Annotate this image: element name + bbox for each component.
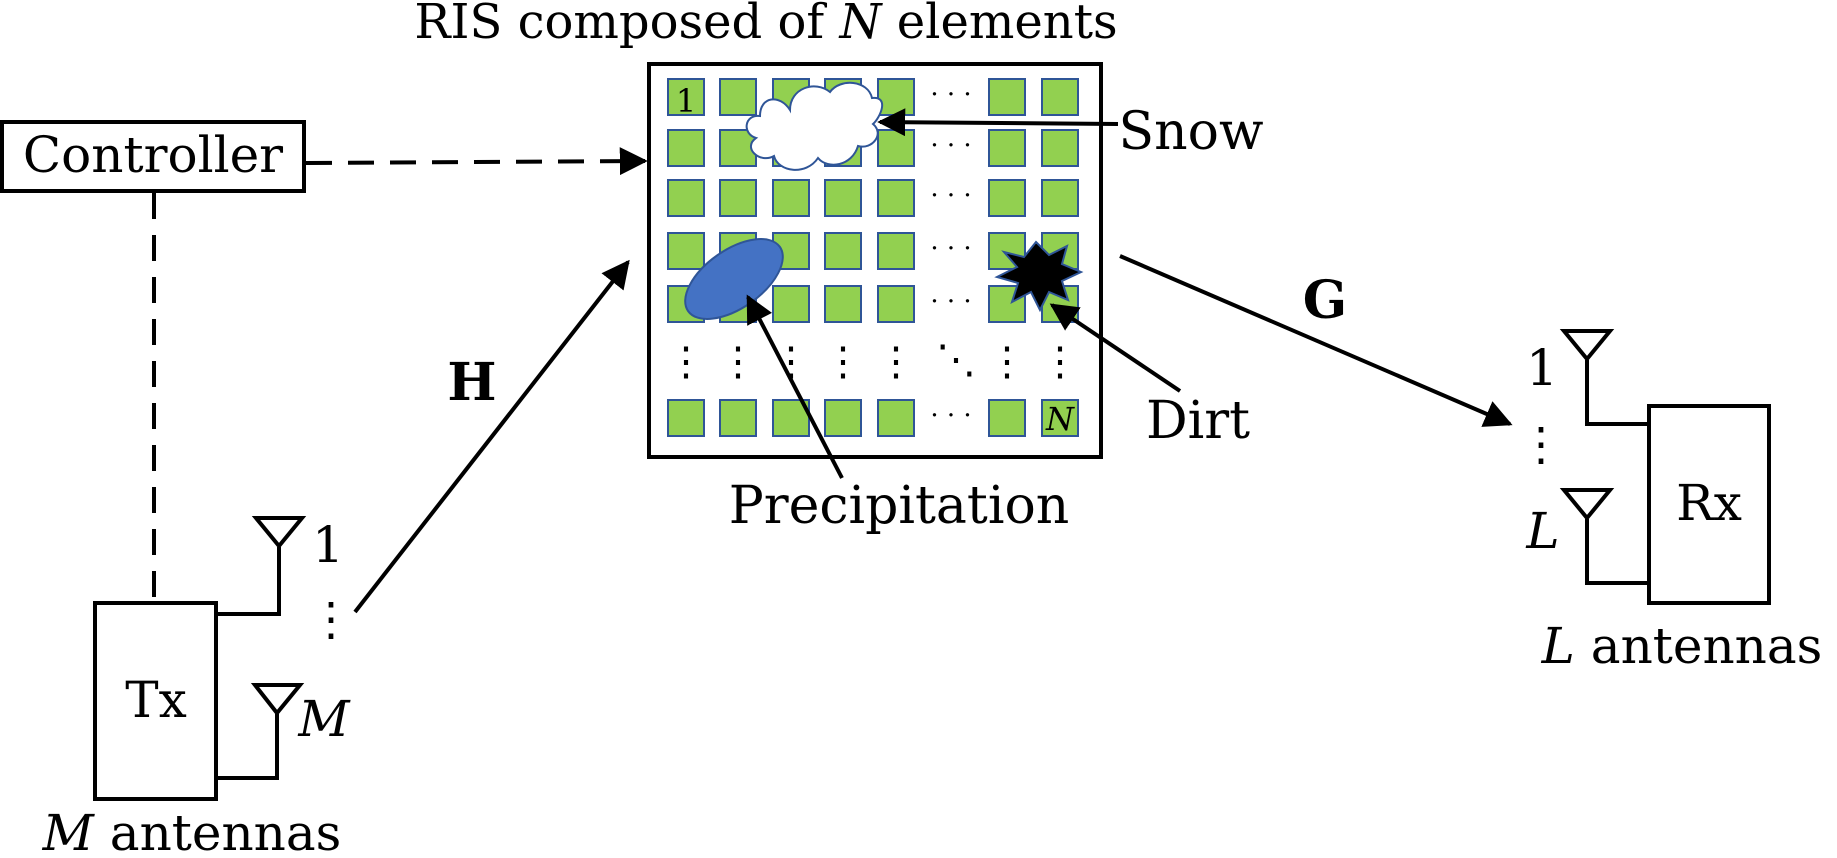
tx-box [93,601,218,801]
rx-antenna-l-icon [1559,488,1649,585]
ris-element [877,129,915,167]
ris-col-vdots: ⋮ [823,339,863,385]
ris-col-vdots: ⋮ [718,339,758,385]
channel-g-arrow [1119,254,1513,427]
ris-element [1041,129,1079,167]
ris-element [772,285,810,323]
controller-box [0,120,306,193]
channel-h-label: H [447,352,496,413]
rx-antenna-1-icon [1559,329,1649,426]
ris-element [824,399,862,437]
ris-element [667,399,705,437]
tx-antenna-1-icon [216,516,307,616]
snow-label: Snow [1119,102,1264,162]
precipitation-pointer-arrow [746,294,844,479]
ris-row-hdots: · · · [930,234,971,264]
ris-element [1041,179,1079,217]
ris-row-hdots: · · · [930,131,971,161]
rx-antenna-1-label: 1 [1526,339,1558,397]
ris-element [877,179,915,217]
ris-element [877,78,915,116]
ris-element [667,232,705,270]
ris-element [667,179,705,217]
tx-antennas-caption: M antennas [42,804,342,858]
ris-element [824,285,862,323]
ris-row-hdots: · · · [930,181,971,211]
dirt-label: Dirt [1146,391,1250,451]
ris-row-hdots: · · · [930,80,971,110]
rx-antenna-vdots: ⋮ [1518,417,1564,471]
rx-antennas-caption: L antennas [1541,617,1823,675]
ris-row-hdots: · · · [930,401,971,431]
ris-element [719,179,757,217]
precipitation-label: Precipitation [729,476,1070,536]
ris-element [719,399,757,437]
snow-pointer-arrow [877,108,1119,137]
ris-element [1041,399,1079,437]
ris-title: RIS composed of N elements [414,0,1117,50]
ris-first-element-label: 1 [676,82,696,120]
ris-element [824,232,862,270]
ris-ellipsis-dots: · · ·· · ·· · ·· · ·· · ·· · ·⋮⋮⋮⋮⋮⋮⋮⋱ [666,80,1080,431]
rx-antenna-l-label: L [1525,502,1559,560]
channel-g-label: G [1303,270,1347,331]
ris-element [988,129,1026,167]
snow-cloud-icon [745,82,884,171]
channel-h-arrow [353,259,630,614]
dirt-pointer-arrow [1049,303,1182,393]
dirt-splat-icon [994,240,1084,313]
ris-element [877,232,915,270]
ris-element [1041,78,1079,116]
ris-col-vdots: ⋮ [987,339,1027,385]
tx-antenna-1-label: 1 [312,516,344,574]
ris-col-vdots: ⋮ [666,339,706,385]
ris-element [719,129,757,167]
ris-element [824,179,862,217]
ris-element [988,399,1026,437]
ris-element [988,78,1026,116]
ris-diag-dots: ⋱ [936,337,976,383]
tx-antenna-m-label: M [297,690,351,748]
ris-element [877,399,915,437]
ris-element [719,78,757,116]
ris-element [667,129,705,167]
rx-box [1647,404,1771,605]
ris-element [772,179,810,217]
tx-label: Tx [125,671,187,729]
rx-label: Rx [1676,474,1742,532]
control-link-to-ris [305,147,648,176]
controller-label: Controller [23,126,283,184]
ris-row-hdots: · · · [930,287,971,317]
ris-last-element-label: N [1045,400,1075,438]
ris-element [667,78,705,116]
ris-col-vdots: ⋮ [876,339,916,385]
ris-element [988,179,1026,217]
tx-antenna-vdots: ⋮ [308,592,354,646]
ris-element [877,285,915,323]
ris-col-vdots: ⋮ [1040,339,1080,385]
tx-antenna-m-icon [216,683,305,780]
